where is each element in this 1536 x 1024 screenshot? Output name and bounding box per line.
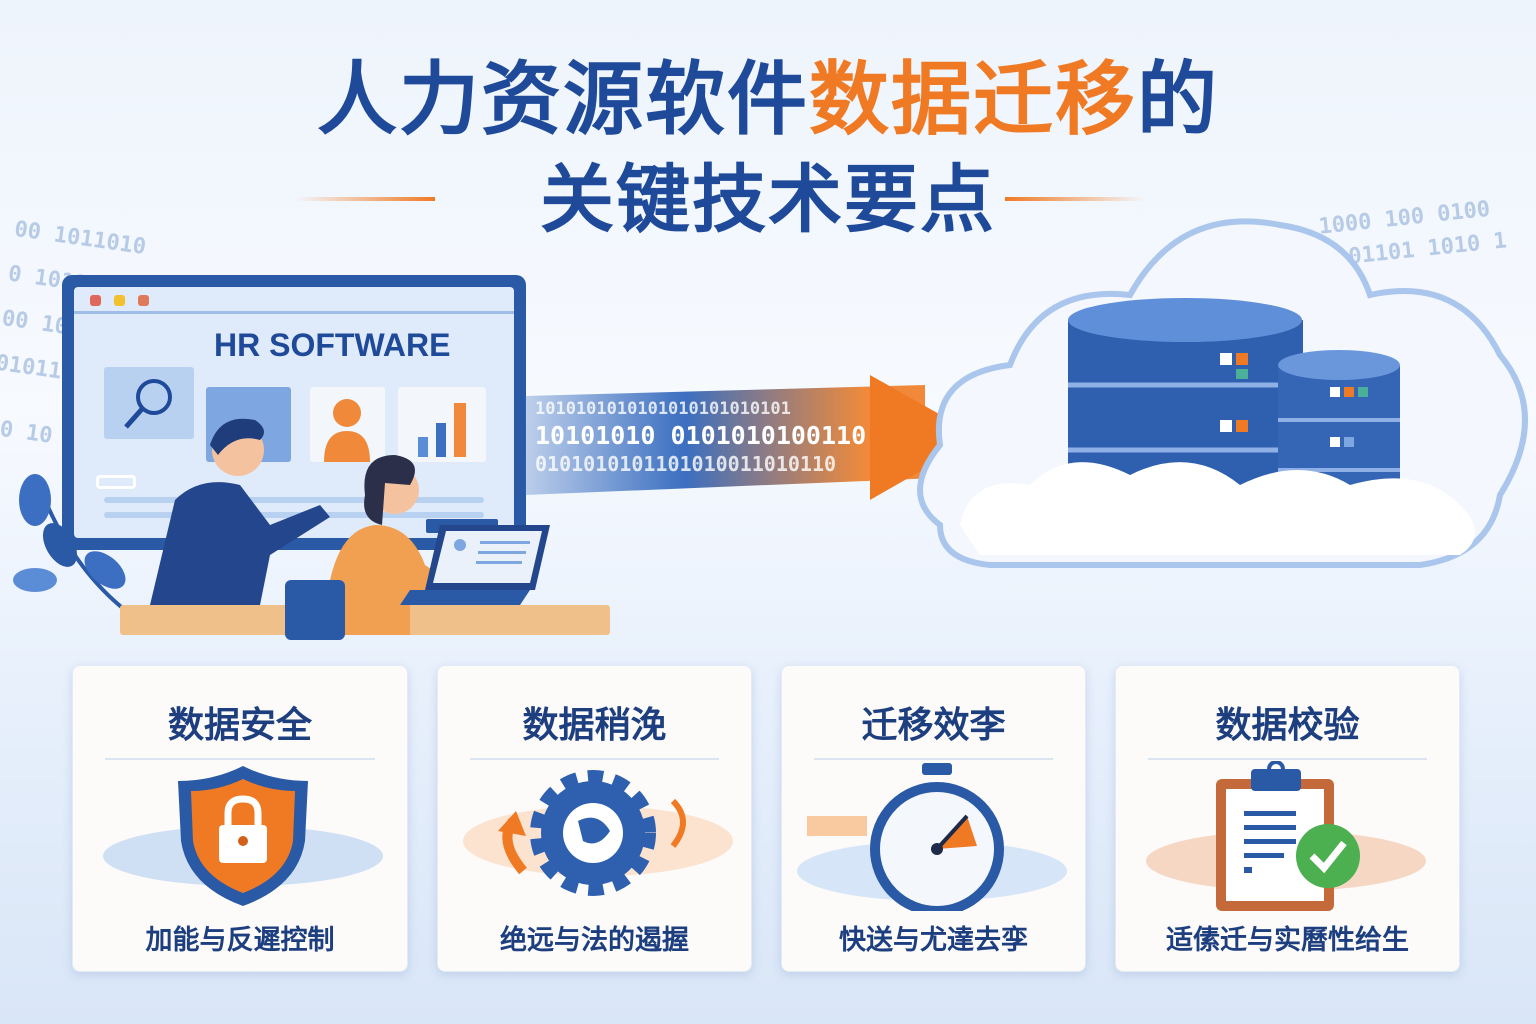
card-divider: [470, 758, 719, 760]
chart-panel: [398, 387, 486, 462]
man-figure: [150, 418, 330, 605]
cloud-puffs: [960, 462, 1475, 555]
card-data-validation: 数据校验 适傃迁与实曆性给生: [1115, 665, 1460, 972]
card-divider: [1148, 758, 1427, 760]
cloud-database-illustration: [917, 218, 1528, 568]
window-dot-orange: [138, 295, 149, 306]
card-data-integrity: 数据稍浼 绝远与法的遏握: [437, 665, 752, 972]
monitor-screen: HR SOFTWARE: [74, 287, 514, 538]
stopwatch-icon: [797, 763, 1067, 911]
page-subtitle: 关键技术要点: [540, 157, 996, 243]
card-title: 数据安全: [167, 705, 312, 746]
data-migration-stream: 1010101010101010101010101 10101010 01010…: [525, 385, 925, 495]
card-title: 数据稍浼: [522, 705, 667, 746]
card-divider: [105, 758, 375, 760]
search-panel: [104, 367, 194, 439]
people-illustration: [120, 418, 610, 640]
hr-software-label: HR SOFTWARE: [214, 327, 451, 363]
card-subtitle: 适傃迁与实曆性给生: [1166, 925, 1409, 956]
title-part: 的: [1137, 53, 1219, 146]
page-title: 人力资源软件数据迁移的: [0, 52, 1536, 148]
binary-stream-line: 0101010101101010011010110: [535, 452, 837, 476]
shield-lock-icon: [103, 766, 383, 906]
title-highlight: 数据迁移: [809, 53, 1137, 146]
card-subtitle: 加能与反遲控制: [145, 925, 335, 956]
window-dot-yellow: [114, 295, 125, 306]
gear-refresh-icon: [463, 770, 733, 896]
arrow-right-icon: [870, 375, 980, 500]
card-subtitle: 绝远与法的遏握: [500, 925, 689, 956]
woman-figure: [285, 455, 455, 640]
card-data-security: 数据安全 加能与反遲控制: [72, 665, 408, 972]
card-title: 迁移效李: [861, 705, 1006, 746]
user-panel: [310, 387, 385, 462]
leaves-icon: [13, 474, 127, 612]
card-title: 数据校验: [1215, 705, 1360, 746]
clipboard-check-icon: [1146, 761, 1426, 911]
binary-stream-line: 10101010 0101010100110: [535, 421, 867, 450]
title-decoration-left: [295, 197, 435, 201]
laptop-icon: [400, 525, 550, 605]
card-subtitle: 快送与尤達去孪: [839, 925, 1028, 956]
magnifier-icon: [124, 379, 172, 429]
binary-stream-line: 1010101010101010101010101: [535, 399, 791, 419]
bar-chart-icon: [418, 403, 466, 457]
card-migration-efficiency: 迁移效李 快送与尤達去孪: [781, 665, 1086, 972]
title-part: 人力资源软件: [317, 53, 809, 146]
user-icon: [324, 399, 370, 462]
card-divider: [814, 758, 1053, 760]
hr-software-monitor: HR SOFTWARE: [62, 275, 526, 550]
chair: [285, 580, 345, 640]
window-dot-red: [90, 295, 101, 306]
